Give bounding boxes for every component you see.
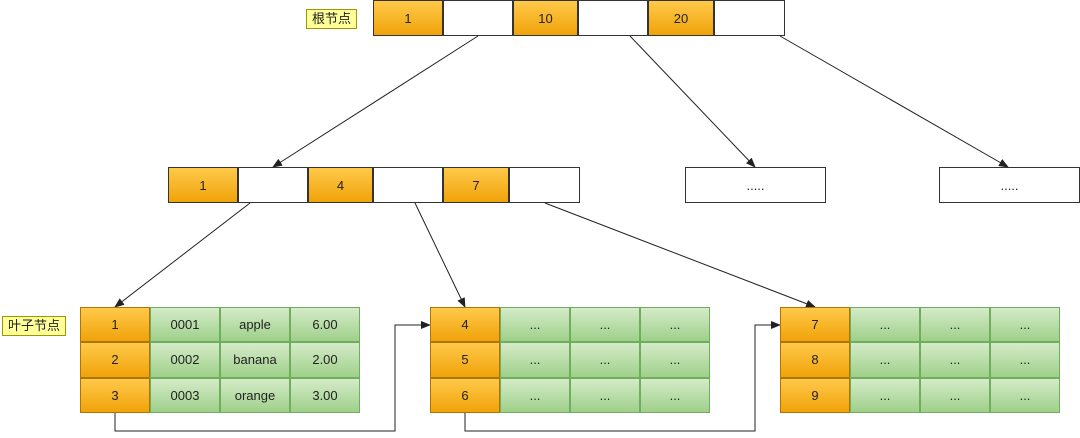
root-key: 20	[648, 0, 714, 36]
leaf-data-cell: ...	[990, 342, 1060, 378]
root-key: 10	[513, 0, 578, 36]
root-to-elided-a-arrow	[629, 35, 756, 168]
leaf-data-cell: ...	[920, 377, 990, 413]
leaf-node-label: 叶子节点	[2, 316, 67, 336]
root-pointer	[443, 0, 513, 36]
leaf-data-cell: ...	[850, 377, 920, 413]
leaf-key: 7	[780, 307, 850, 343]
leaf-data-cell: 0001	[150, 307, 220, 343]
leaf1-to-leaf2-link	[114, 321, 431, 432]
root-key: 1	[373, 0, 443, 36]
leaf-key: 8	[780, 342, 850, 378]
leaf-data-cell: ...	[990, 307, 1060, 343]
leaf-data-cell: ...	[640, 377, 710, 413]
leaf-data-cell: ...	[640, 342, 710, 378]
level2-to-leaf1-arrow	[114, 202, 251, 308]
leaf-data-cell: ...	[990, 377, 1060, 413]
root-node-label: 根节点	[306, 9, 358, 29]
level2-to-leaf2-arrow	[414, 202, 466, 308]
leaf-data-cell: 3.00	[290, 377, 360, 413]
elided-internal-node: .....	[939, 167, 1080, 203]
internal-key: 7	[443, 167, 509, 203]
elided-internal-node: .....	[685, 167, 826, 203]
leaf-data-cell: ...	[500, 307, 570, 343]
leaf-data-cell: 0002	[150, 342, 220, 378]
leaf-key: 5	[430, 342, 500, 378]
leaf-data-cell: ...	[920, 307, 990, 343]
internal-key: 4	[308, 167, 373, 203]
leaf-data-cell: 0003	[150, 377, 220, 413]
leaf-data-cell: ...	[920, 342, 990, 378]
leaf-data-cell: ...	[850, 307, 920, 343]
leaf-data-cell: 2.00	[290, 342, 360, 378]
leaf-data-cell: ...	[570, 342, 640, 378]
internal-key: 1	[168, 167, 238, 203]
internal-pointer	[509, 167, 580, 203]
root-to-level2-arrow	[272, 35, 479, 168]
root-pointer	[578, 0, 648, 36]
leaf-data-cell: ...	[640, 307, 710, 343]
leaf-data-cell: apple	[220, 307, 290, 343]
leaf-data-cell: ...	[500, 342, 570, 378]
leaf2-to-leaf3-link	[464, 321, 781, 432]
leaf-data-cell: ...	[850, 342, 920, 378]
internal-pointer	[238, 167, 308, 203]
leaf-data-cell: ...	[570, 377, 640, 413]
root-to-elided-b-arrow	[779, 35, 1009, 168]
leaf-key: 4	[430, 307, 500, 343]
level2-to-leaf3-arrow	[544, 202, 816, 308]
leaf-data-cell: ...	[500, 377, 570, 413]
leaf-data-cell: banana	[220, 342, 290, 378]
root-pointer	[714, 0, 785, 36]
leaf-key: 6	[430, 377, 500, 413]
leaf-key: 3	[80, 377, 150, 413]
internal-pointer	[373, 167, 443, 203]
leaf-key: 1	[80, 307, 150, 343]
leaf-data-cell: 6.00	[290, 307, 360, 343]
leaf-data-cell: ...	[570, 307, 640, 343]
leaf-key: 2	[80, 342, 150, 378]
leaf-data-cell: orange	[220, 377, 290, 413]
leaf-key: 9	[780, 377, 850, 413]
